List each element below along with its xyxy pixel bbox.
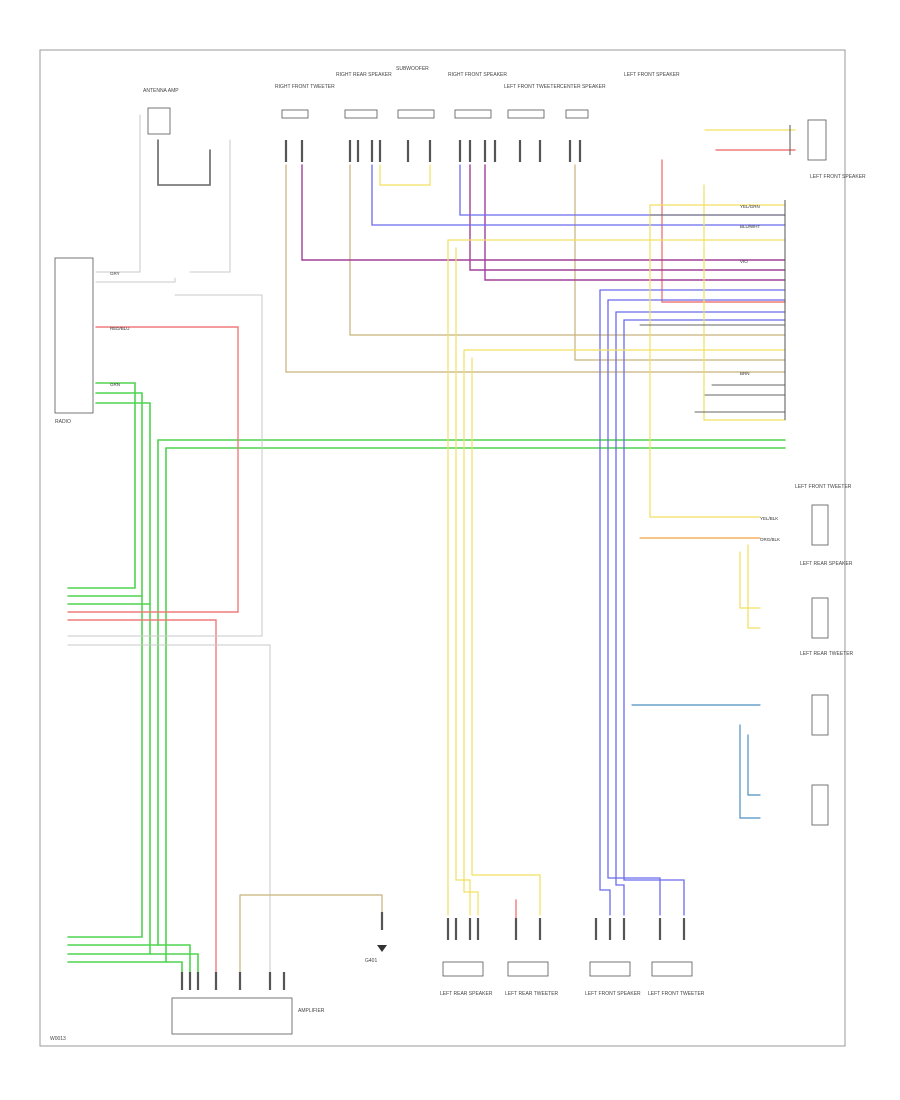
tan-wires (239, 164, 786, 973)
lf-speaker-bottom-label: LEFT FRONT SPEAKER (585, 991, 641, 997)
amplifier-label: AMPLIFIER (298, 1008, 325, 1014)
top-terminal-pins (284, 140, 582, 162)
lf-tweeter-bottom-label: LEFT FRONT TWEETER (648, 991, 705, 997)
center-label: CENTER SPEAKER (560, 84, 606, 90)
amplifier-box (171, 997, 293, 1035)
amplifier-pins (180, 972, 286, 990)
wire-label-3: GRY (110, 271, 120, 276)
lr-speaker-bottom-label: LEFT REAR SPEAKER (440, 991, 493, 997)
rr-speaker-label: RIGHT REAR SPEAKER (336, 72, 392, 78)
antenna-wires (157, 139, 211, 186)
lf-tweeter-label: LEFT FRONT TWEETER (504, 84, 561, 90)
red-wires (67, 149, 796, 973)
lr-tweeter-bottom-label: LEFT REAR TWEETER (505, 991, 559, 997)
wire-group (67, 114, 796, 973)
purple-wires (301, 164, 786, 281)
misc-wires (639, 214, 786, 413)
bottom-terminal-pins (380, 912, 686, 940)
ground-label: G401 (365, 958, 377, 964)
antenna-amp-box (147, 107, 171, 135)
rf-speaker-label: RIGHT FRONT SPEAKER (448, 72, 507, 78)
lf-speaker-right-label: LEFT FRONT SPEAKER (810, 174, 866, 180)
right-connectors (807, 119, 829, 826)
yellow-wires (379, 129, 796, 916)
blue-wires (371, 164, 786, 916)
rf-tweeter-label: RIGHT FRONT TWEETER (275, 84, 335, 90)
right-rails (784, 125, 791, 420)
radio-label: RADIO (55, 419, 71, 425)
wire-label-8: ORG/BLK (760, 537, 780, 542)
antenna-amp-label: ANTENNA AMP (143, 88, 179, 94)
green-wires (67, 382, 786, 973)
wire-label-7: VIO (740, 259, 748, 264)
wire-label-4: YEL/GRN (740, 204, 760, 209)
wire-label-2: RED/BLU (110, 326, 130, 331)
wire-label-6: BRN (740, 371, 750, 376)
teal-wires (631, 704, 761, 819)
diagram-code: W0013 (50, 1036, 66, 1042)
bottom-connectors (442, 961, 693, 977)
lf-speaker-top-label: LEFT FRONT SPEAKER (624, 72, 680, 78)
wire-label-1: GRN (110, 382, 120, 387)
lf-tweeter-right-label: LEFT FRONT TWEETER (795, 484, 852, 490)
subwoofer-label: SUBWOOFER (396, 66, 429, 72)
top-connectors (281, 109, 589, 119)
diagram-frame (39, 49, 846, 1047)
lr-speaker-right-label: LEFT REAR SPEAKER (800, 561, 853, 567)
lr-tweeter-right-label: LEFT REAR TWEETER (800, 651, 854, 657)
gray-wires (67, 114, 271, 973)
wire-label-5: BLU/WHT (740, 224, 761, 229)
radio-unit (54, 257, 94, 414)
wire-label-9: YEL/BLK (760, 516, 778, 521)
ground-symbol (377, 945, 387, 952)
